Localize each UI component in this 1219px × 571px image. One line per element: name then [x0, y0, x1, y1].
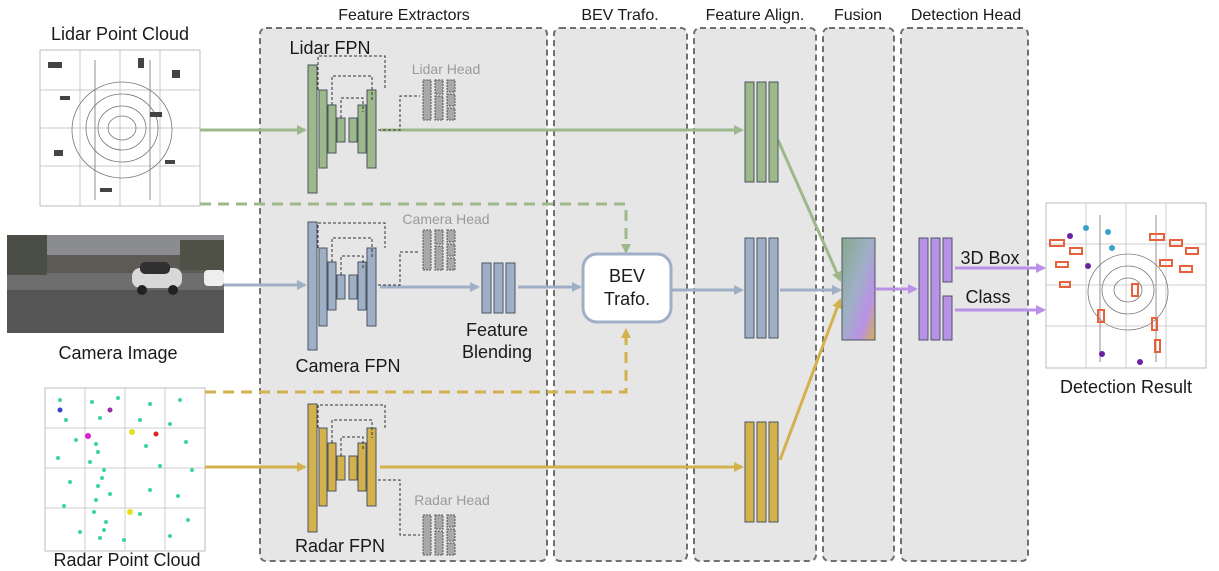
feature-align-panel	[693, 27, 817, 562]
radar-head	[422, 514, 456, 556]
lidar-head-label: Lidar Head	[412, 61, 481, 77]
fusion-block	[841, 237, 876, 341]
radar-fpn-label: Radar FPN	[295, 536, 385, 556]
stage-title-fusion: Fusion	[834, 7, 882, 24]
radar-head-label: Radar Head	[414, 492, 490, 508]
detection-head-panel	[900, 27, 1029, 562]
output-label-3d-box: 3D Box	[960, 248, 1019, 268]
detection-result-image	[1045, 202, 1207, 369]
stage-title-bev-trafo: BEV Trafo.	[581, 7, 658, 24]
radar-align-block	[744, 421, 779, 523]
camera-fpn-skip-lines	[317, 222, 386, 275]
camera-fpn	[307, 221, 377, 351]
feature-blending-label-line2: Blending	[462, 342, 532, 362]
lidar-head-connector	[378, 95, 420, 131]
bev-trafo-box	[581, 252, 673, 324]
radar-align-to-fusion-arrow	[778, 298, 842, 461]
camera-align-block	[744, 237, 779, 339]
radar-point-cloud-image	[44, 387, 206, 552]
feature-blending-label-line1: Feature	[466, 320, 528, 340]
lidar-align-block	[744, 81, 779, 183]
camera-head-label: Camera Head	[402, 211, 489, 227]
lidar-to-bev-dashed-arrow	[200, 202, 631, 254]
camera-fpn-label: Camera FPN	[295, 356, 400, 376]
detection-head-block	[918, 237, 953, 341]
radar-fpn-skip-lines	[317, 404, 386, 456]
stage-title-feature-align: Feature Align.	[706, 7, 805, 24]
radar-input-label: Radar Point Cloud	[53, 550, 200, 570]
radar-to-bev-dashed-arrow	[205, 328, 631, 394]
lidar-point-cloud-image	[39, 49, 201, 207]
camera-head-connector	[378, 251, 420, 286]
lidar-fpn-label: Lidar FPN	[289, 38, 370, 58]
stage-title-feature-extractors: Feature Extractors	[338, 7, 470, 24]
camera-input-label: Camera Image	[58, 343, 177, 363]
car-shape	[132, 262, 224, 295]
camera-image	[7, 235, 224, 333]
bev-trafo-box-label-line1: BEV	[609, 266, 645, 286]
lidar-head	[422, 79, 456, 121]
radar-fpn	[307, 403, 377, 533]
output-label-class: Class	[965, 287, 1010, 307]
lidar-input-label: Lidar Point Cloud	[51, 24, 189, 44]
bev-trafo-box-label-line2: Trafo.	[604, 289, 650, 309]
detection-result-label: Detection Result	[1060, 377, 1192, 397]
stage-title-detection-head: Detection Head	[911, 7, 1021, 24]
lidar-align-to-fusion-arrow	[776, 139, 842, 282]
camera-head	[422, 229, 456, 271]
feature-blending-block	[481, 262, 516, 314]
feature-extractors-panel	[259, 27, 548, 562]
lidar-fpn-skip-lines	[317, 55, 386, 118]
radar-head-connector	[378, 479, 420, 536]
